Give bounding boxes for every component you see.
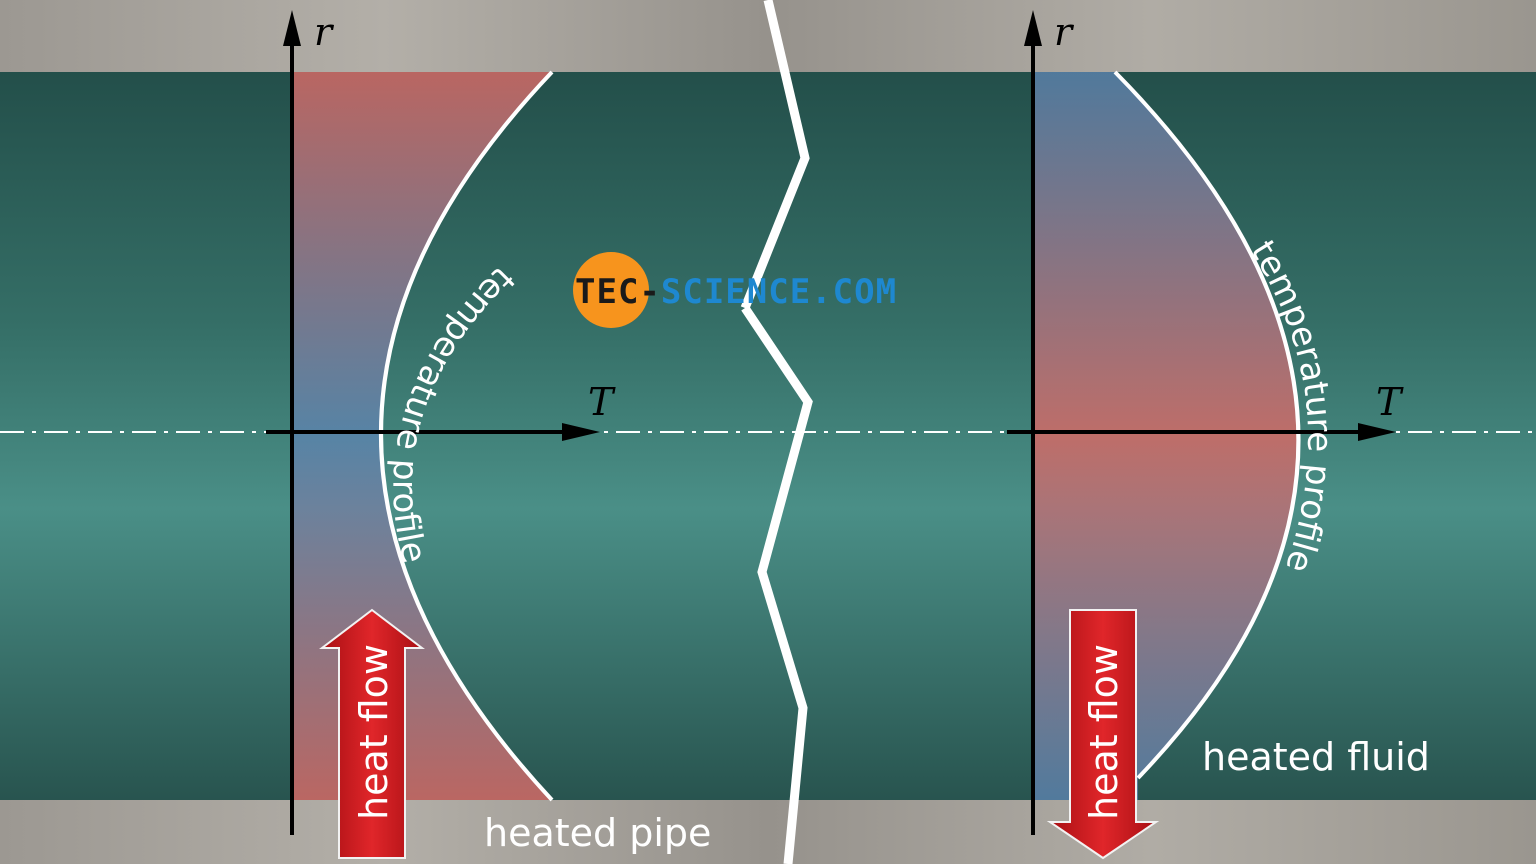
left-r-arrowhead: [283, 10, 301, 46]
break-line-top: [740, 0, 810, 310]
heated-fluid-label: heated fluid: [1202, 735, 1430, 779]
left-t-label: T: [588, 380, 616, 424]
left-heat-flow-arrow: [319, 608, 425, 859]
logo-text-dark: TEC-: [575, 272, 661, 312]
break-line-bottom: [741, 305, 813, 864]
pipe-wall-bottom: [0, 800, 1536, 864]
right-r-label: r: [1054, 10, 1075, 54]
logo-circle: [573, 252, 649, 328]
left-temperature-area: [292, 72, 552, 800]
right-r-arrowhead: [1024, 10, 1042, 46]
right-temperature-curve: [1113, 70, 1301, 780]
left-heat-flow-label: heat flow: [352, 644, 396, 820]
right-t-label: T: [1376, 380, 1404, 424]
heated-pipe-label: heated pipe: [484, 811, 711, 855]
tec-science-logo: TEC-SCIENCE.COM: [573, 252, 897, 328]
right-heat-flow-label: heat flow: [1082, 644, 1126, 820]
logo-text: TEC-SCIENCE.COM: [575, 272, 897, 312]
logo-text-blue: SCIENCE.COM: [661, 272, 897, 312]
right-t-arrowhead: [1358, 423, 1396, 441]
left-r-label: r: [314, 10, 335, 54]
right-heat-flow-arrow: [1046, 609, 1160, 860]
left-t-arrowhead: [562, 423, 600, 441]
left-temperature-curve: [379, 70, 554, 802]
